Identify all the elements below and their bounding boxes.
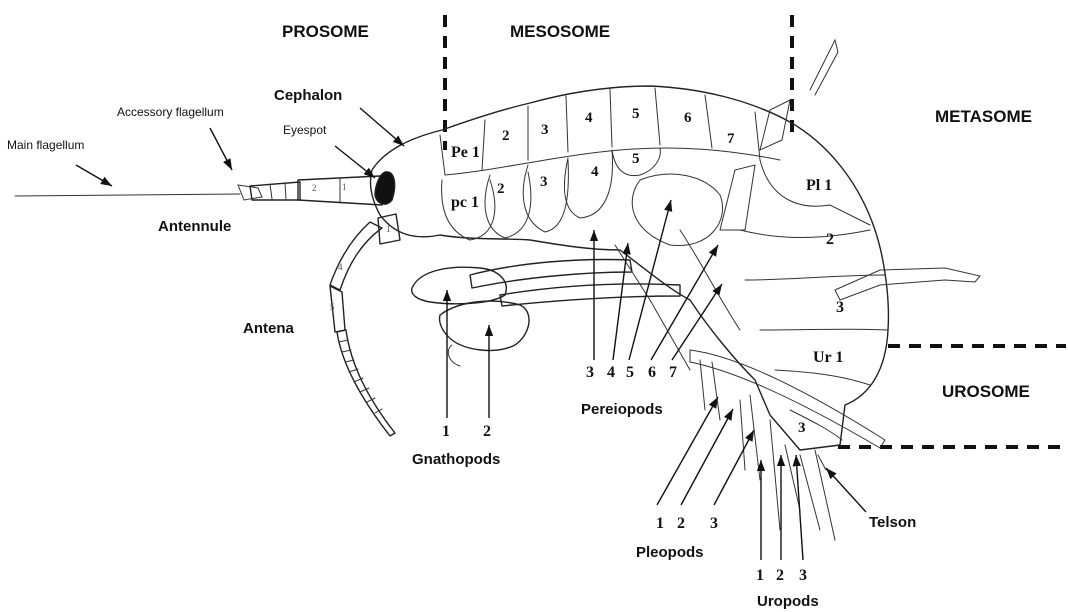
segment-pleon-2: 2 [826, 231, 834, 248]
gnathopod-number-2: 2 [483, 423, 491, 440]
leader-arrows [76, 108, 866, 560]
pereiopod-number-6: 6 [648, 364, 656, 381]
segment-uro-3: 3 [798, 420, 806, 436]
antennule-mark-1: 1 [342, 182, 347, 192]
segment-pl1: Pl 1 [806, 177, 832, 194]
segment-ur1: Ur 1 [813, 349, 843, 366]
label-antennule: Antennule [158, 218, 231, 235]
segment-dorsal-6: 6 [684, 110, 692, 126]
label-antena: Antena [243, 320, 294, 337]
segment-dorsal-3: 3 [541, 122, 549, 138]
segment-pc1: pc 1 [451, 194, 479, 211]
region-prosome: PROSOME [282, 22, 369, 41]
pereiopod-number-5: 5 [626, 364, 634, 381]
pereiopod-number-3: 3 [586, 364, 594, 381]
label-gnathopods: Gnathopods [412, 451, 500, 468]
segment-coxa-2: 2 [497, 181, 505, 197]
antenna-mark-4: 4 [338, 262, 343, 272]
region-mesosome: MESOSOME [510, 22, 610, 41]
label-accessory-flagellum: Accessory flagellum [117, 105, 224, 119]
segment-coxa-4: 4 [591, 164, 599, 180]
segment-pleon-3: 3 [836, 299, 844, 316]
antenna-mark-5: 5 [330, 302, 335, 312]
segment-dorsal-2: 2 [502, 128, 510, 144]
pleopod-number-2: 2 [677, 515, 685, 532]
segment-coxa-5: 5 [632, 151, 640, 167]
segment-dorsal-4: 4 [585, 110, 593, 126]
antennule-drawing [15, 176, 382, 205]
region-urosome: UROSOME [942, 382, 1030, 401]
uropod-number-3: 3 [799, 567, 807, 584]
label-cephalon: Cephalon [274, 87, 342, 104]
pereiopod-number-4: 4 [607, 364, 615, 381]
pereiopod-number-7: 7 [669, 364, 677, 381]
label-uropods: Uropods [757, 593, 819, 610]
segment-dorsal-7: 7 [727, 131, 735, 147]
uropod-number-2: 2 [776, 567, 784, 584]
pleopod-number-3: 3 [710, 515, 718, 532]
segment-dorsal-5: 5 [632, 106, 640, 122]
region-metasome: METASOME [935, 107, 1032, 126]
antennule-mark-2: 2 [312, 183, 317, 193]
uropod-number-1: 1 [756, 567, 764, 584]
pleopod-number-1: 1 [656, 515, 664, 532]
label-telson: Telson [869, 514, 916, 531]
label-pleopods: Pleopods [636, 544, 704, 561]
antenna-drawing [330, 214, 400, 436]
label-pereiopods: Pereiopods [581, 401, 663, 418]
segment-coxa-3: 3 [540, 174, 548, 190]
label-main-flagellum: Main flagellum [7, 138, 84, 152]
segment-pe1: Pe 1 [451, 144, 480, 161]
gnathopod-number-1: 1 [442, 423, 450, 440]
label-eyespot: Eyespot [283, 123, 327, 137]
